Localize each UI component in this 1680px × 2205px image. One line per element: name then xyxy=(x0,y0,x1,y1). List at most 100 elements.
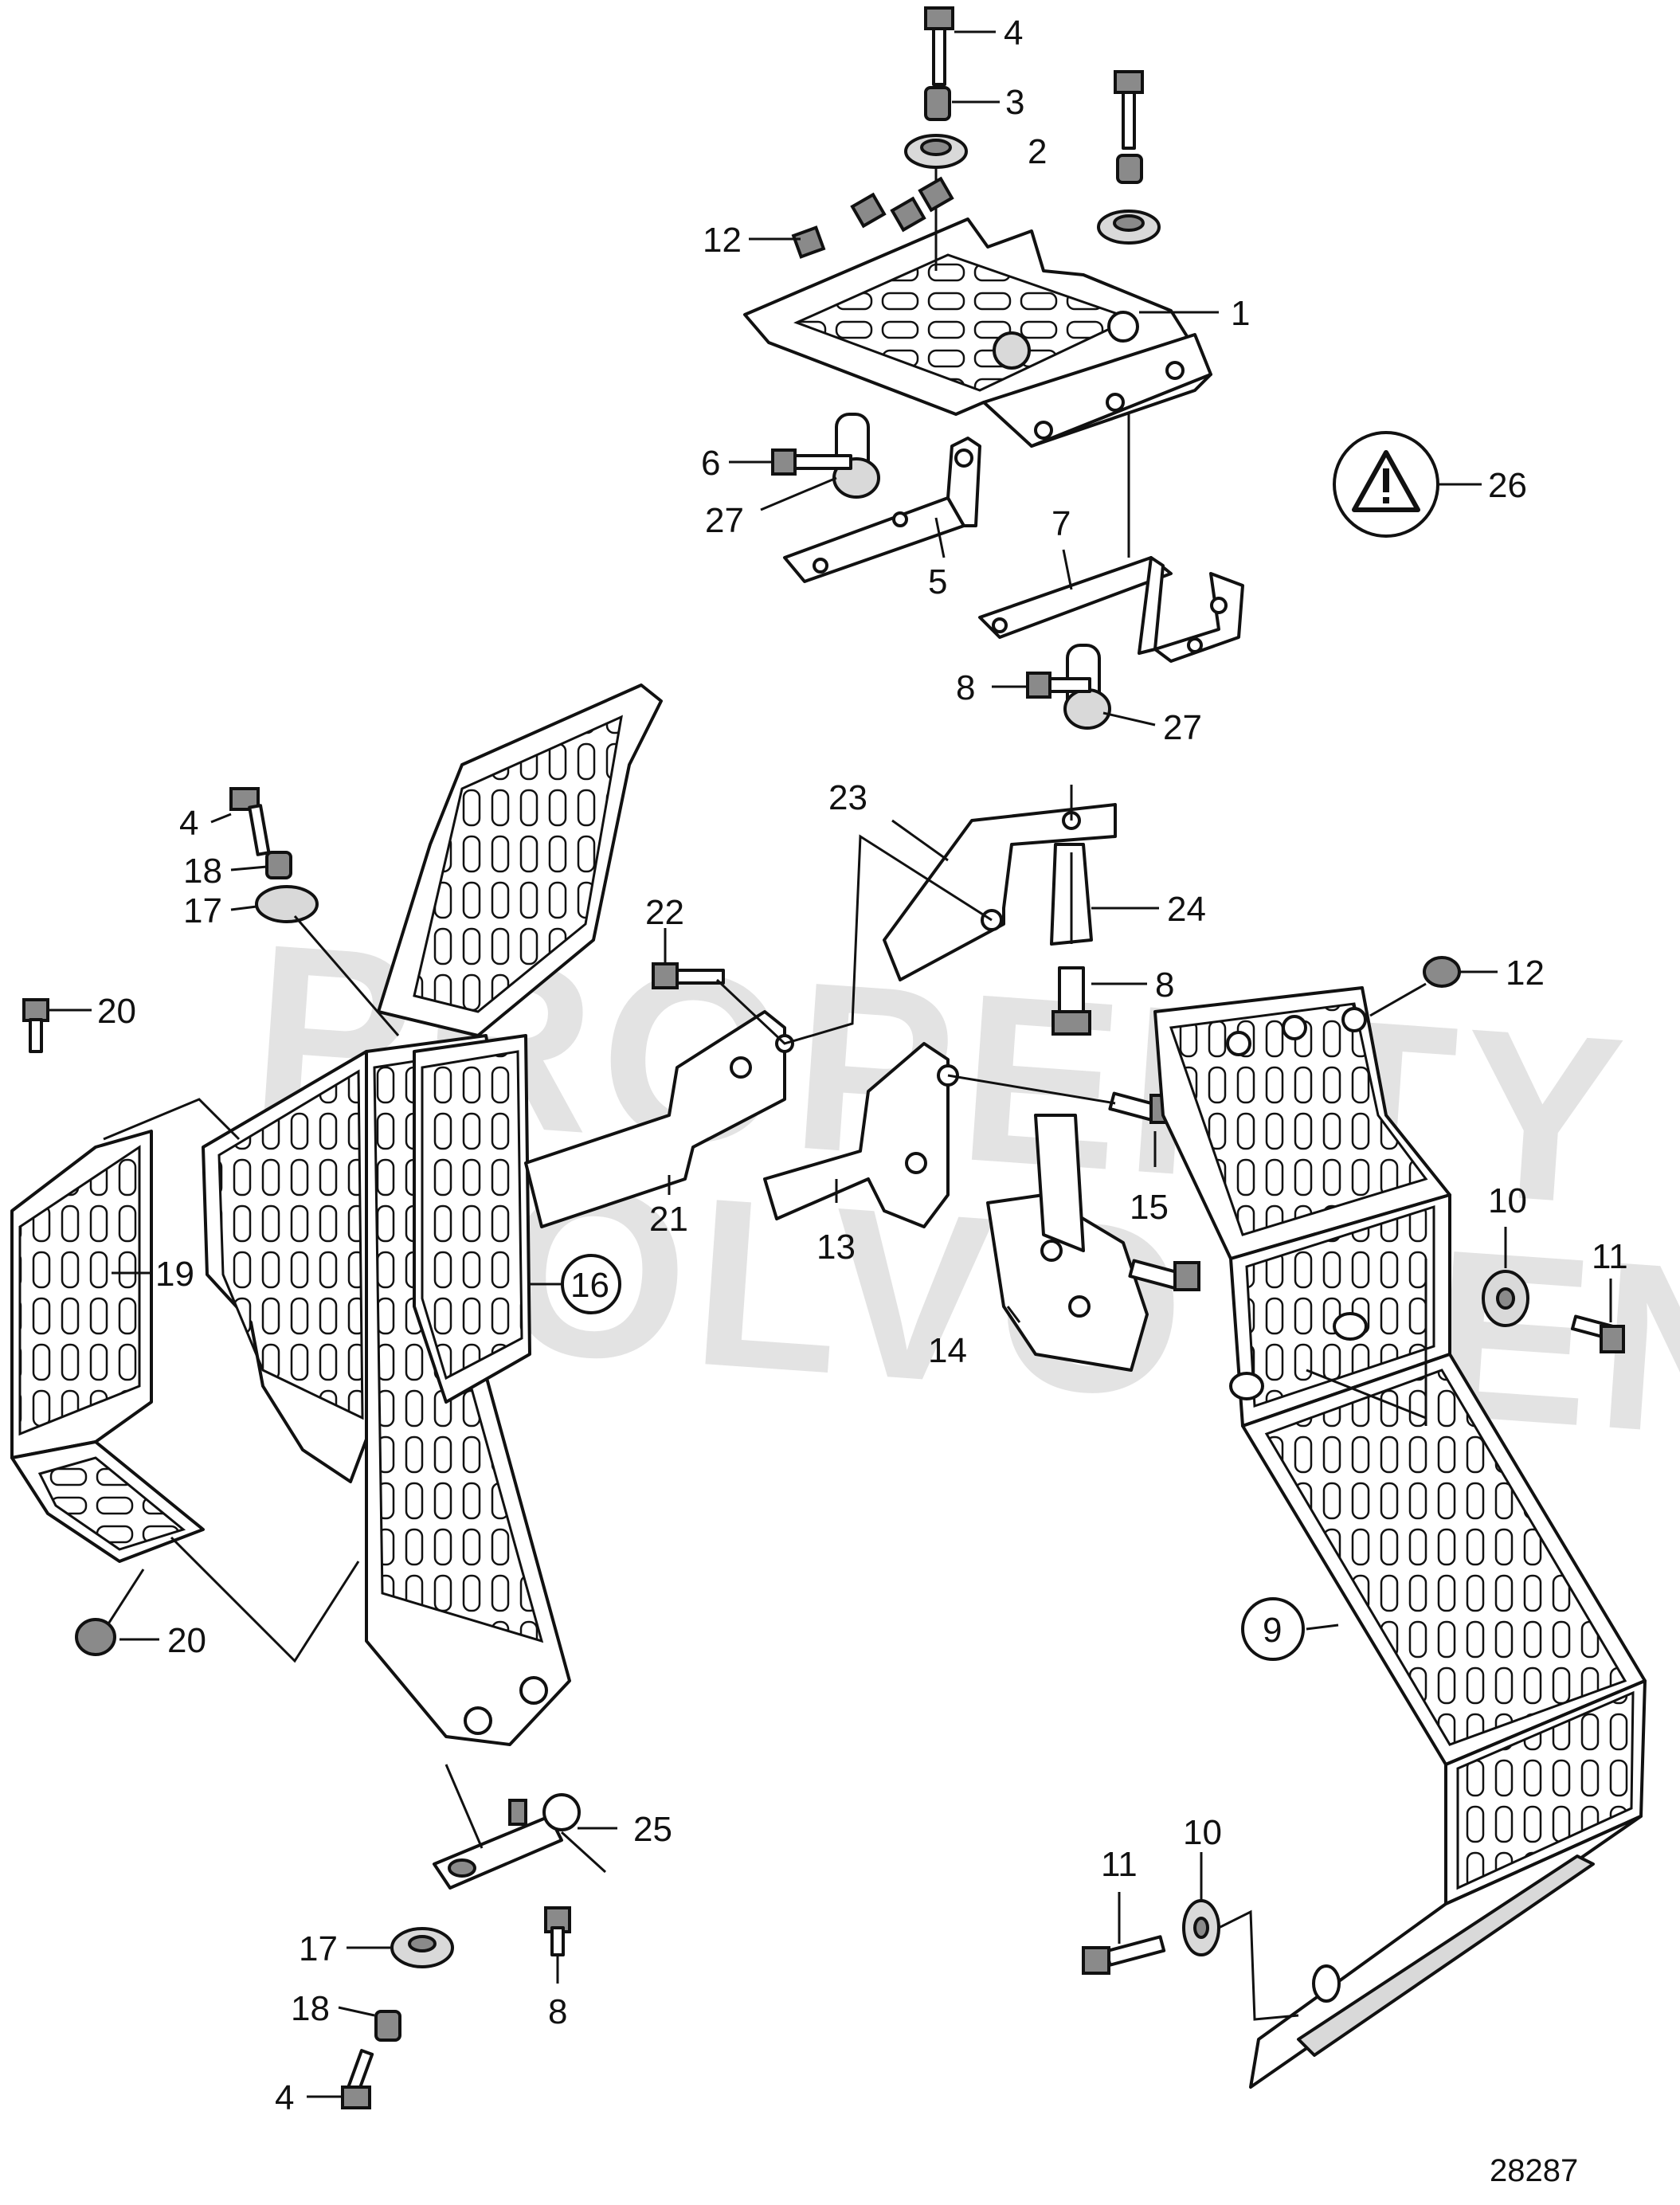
washer-10-right xyxy=(1482,1270,1529,1327)
washer-10-bottom xyxy=(1182,1899,1299,2021)
svg-text:20: 20 xyxy=(97,992,136,1031)
bracket-5 xyxy=(783,437,981,583)
right-guard-panel-9 xyxy=(1153,986,1647,2089)
svg-text:19: 19 xyxy=(155,1255,194,1294)
callout-10a: 10 xyxy=(1488,1181,1527,1268)
callout-8c: 8 xyxy=(548,1956,567,2031)
callout-8a: 8 xyxy=(956,668,1028,707)
svg-text:22: 22 xyxy=(645,893,684,932)
callout-19: 19 xyxy=(112,1255,194,1294)
svg-text:8: 8 xyxy=(548,1992,567,2031)
callout-8b: 8 xyxy=(1091,965,1174,1005)
left-upper-panel xyxy=(377,683,663,1037)
callout-21: 21 xyxy=(649,1175,688,1239)
callout-20b: 20 xyxy=(119,1621,206,1660)
callout-20a: 20 xyxy=(49,992,136,1031)
svg-text:2: 2 xyxy=(1028,132,1047,171)
svg-text:27: 27 xyxy=(1163,708,1202,747)
svg-text:6: 6 xyxy=(701,444,720,483)
svg-text:12: 12 xyxy=(1506,954,1545,993)
bolt-11-bottom xyxy=(1082,1935,1166,1975)
clip-24 xyxy=(1050,843,1093,946)
svg-text:8: 8 xyxy=(956,668,975,707)
bolt-8-bottom xyxy=(544,1906,571,1956)
svg-text:14: 14 xyxy=(928,1331,967,1370)
leaders-left xyxy=(103,1098,360,1663)
svg-text:20: 20 xyxy=(167,1621,206,1660)
svg-text:10: 10 xyxy=(1488,1181,1527,1220)
callout-18a: 18 xyxy=(183,852,268,891)
left-side-panel-19 xyxy=(10,1130,205,1563)
svg-text:13: 13 xyxy=(817,1228,856,1267)
svg-text:11: 11 xyxy=(1101,1845,1138,1884)
callout-3: 3 xyxy=(952,83,1024,122)
callout-18b: 18 xyxy=(291,1989,375,2028)
bolt-20-top xyxy=(22,998,49,1053)
clamp-27-top xyxy=(771,413,880,499)
spacer-18-bottom xyxy=(374,2010,401,2042)
small-bolts-top xyxy=(791,176,954,259)
bolt-4-top xyxy=(924,6,954,86)
left-center-panel xyxy=(365,1034,571,1746)
callout-5: 5 xyxy=(928,517,947,601)
svg-text:25: 25 xyxy=(633,1810,672,1849)
svg-text:4: 4 xyxy=(275,2078,294,2117)
svg-text:1: 1 xyxy=(1231,294,1250,333)
callout-23: 23 xyxy=(828,778,949,862)
svg-text:11: 11 xyxy=(1592,1237,1628,1276)
bolt-20-bottom xyxy=(75,1569,145,1656)
callout-6: 6 xyxy=(701,444,771,483)
svg-text:17: 17 xyxy=(183,891,222,930)
callout-17b: 17 xyxy=(299,1929,390,1968)
callout-22: 22 xyxy=(645,893,684,962)
svg-text:15: 15 xyxy=(1130,1188,1169,1227)
svg-text:18: 18 xyxy=(291,1989,330,2028)
svg-text:8: 8 xyxy=(1155,965,1174,1005)
callout-11a: 11 xyxy=(1592,1237,1628,1322)
callout-14: 14 xyxy=(928,1306,1021,1370)
grommet-2-top xyxy=(904,134,968,271)
callout-11b: 11 xyxy=(1101,1845,1138,1944)
svg-text:24: 24 xyxy=(1167,890,1206,929)
spacer-3-top xyxy=(924,86,951,121)
callout-4a: 4 xyxy=(954,14,1023,53)
bracket-14 xyxy=(986,1114,1149,1372)
bracket-25 xyxy=(433,1764,607,1890)
leaders-right xyxy=(1306,1259,1427,1426)
callout-15: 15 xyxy=(1130,1131,1169,1227)
bolt-4-bottom xyxy=(341,2049,374,2109)
callout-4b: 4 xyxy=(179,804,232,843)
svg-text:17: 17 xyxy=(299,1929,338,1968)
callout-27b: 27 xyxy=(1102,708,1202,747)
callout-26: 26 xyxy=(1438,466,1527,505)
callout-16: 16 xyxy=(530,1254,621,1314)
bolt-8-mid xyxy=(1051,966,1091,1036)
svg-text:27: 27 xyxy=(705,501,744,540)
callout-2: 2 xyxy=(1028,132,1047,171)
svg-text:3: 3 xyxy=(1005,83,1024,122)
bracket-23 xyxy=(883,785,1117,981)
bolt-11-right xyxy=(1570,1314,1625,1353)
callout-25: 25 xyxy=(578,1810,672,1849)
svg-text:23: 23 xyxy=(828,778,867,817)
callout-9: 9 xyxy=(1241,1597,1339,1661)
svg-text:18: 18 xyxy=(183,852,222,891)
bracket-7 xyxy=(978,414,1244,663)
svg-text:26: 26 xyxy=(1488,466,1527,505)
callout-24: 24 xyxy=(1091,890,1206,929)
callout-27a: 27 xyxy=(705,476,837,540)
callout-13: 13 xyxy=(817,1179,856,1267)
callout-17a: 17 xyxy=(183,891,257,930)
callout-1: 1 xyxy=(1139,294,1250,333)
top-cover-plate xyxy=(743,217,1212,448)
left-front-panel xyxy=(202,1050,376,1483)
svg-text:16: 16 xyxy=(570,1266,609,1305)
svg-text:4: 4 xyxy=(1004,14,1023,53)
svg-text:4: 4 xyxy=(179,804,198,843)
callout-12a: 12 xyxy=(703,221,801,260)
callout-4c: 4 xyxy=(275,2078,343,2117)
bolt-right-top xyxy=(1097,70,1161,245)
clamp-27-lower xyxy=(1026,644,1111,730)
svg-text:10: 10 xyxy=(1183,1813,1222,1852)
